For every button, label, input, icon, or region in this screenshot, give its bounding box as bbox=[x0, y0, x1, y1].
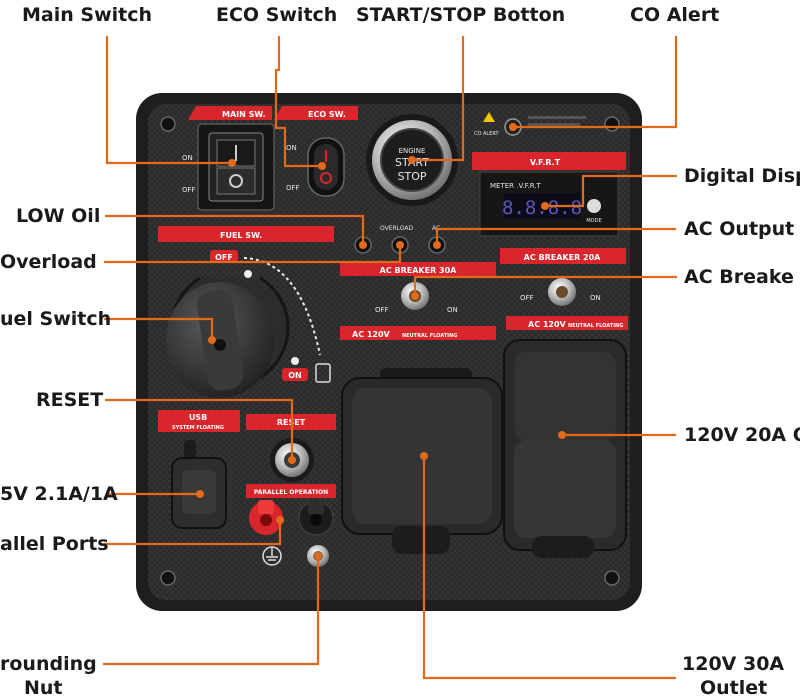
callout-outlet-20a: 120V 20A Ou bbox=[684, 424, 800, 446]
svg-text:CO ALERT: CO ALERT bbox=[474, 131, 499, 137]
leader-endpoints bbox=[196, 123, 566, 560]
svg-text:SYSTEM FLOATING: SYSTEM FLOATING bbox=[172, 425, 224, 431]
callout-eco-switch: ECO Switch bbox=[216, 4, 338, 26]
svg-text:OFF: OFF bbox=[286, 184, 300, 192]
callout-digital-display: Digital Disp bbox=[684, 165, 800, 187]
parallel-ports[interactable]: PARALLEL OPERATION bbox=[246, 484, 336, 536]
callout-overload: Overload bbox=[0, 251, 97, 273]
eco-switch[interactable]: ECO SW. ON OFF bbox=[274, 106, 358, 197]
outlet-20a-cover[interactable] bbox=[503, 339, 627, 558]
ac-breaker-30a[interactable]: AC BREAKER 30A OFF ON bbox=[340, 262, 496, 314]
svg-text:OFF: OFF bbox=[520, 294, 534, 302]
digital-display: V.F.R.T METER .V.F.R.T 8.8.8.8 MODE bbox=[472, 152, 626, 237]
eco-sw-label: ECO SW. bbox=[308, 110, 346, 119]
svg-text:ON: ON bbox=[288, 371, 302, 380]
callout-usb: 5V 2.1A/1A bbox=[0, 483, 118, 505]
callout-start-stop: START/STOP Botton bbox=[356, 4, 566, 26]
callout-grounding-nut-line1: rounding bbox=[0, 653, 97, 675]
callout-outlet-30a-line1: 120V 30A bbox=[682, 653, 785, 675]
svg-text:NEUTRAL FLOATING: NEUTRAL FLOATING bbox=[402, 333, 457, 339]
mode-button[interactable] bbox=[587, 199, 601, 213]
fuel-switch-knob[interactable]: OFF ON bbox=[166, 250, 331, 398]
svg-text:AC BREAKER 30A: AC BREAKER 30A bbox=[380, 266, 458, 275]
fuel-switch-header: FUEL SW. bbox=[158, 226, 334, 242]
svg-text:OFF: OFF bbox=[215, 253, 233, 262]
callout-parallel-ports: allel Ports bbox=[0, 533, 109, 555]
callout-ac-breaker: AC Breake bbox=[684, 266, 794, 288]
svg-text:OFF: OFF bbox=[375, 306, 389, 314]
svg-text:METER .V.F.R.T: METER .V.F.R.T bbox=[490, 182, 542, 190]
svg-text:MODE: MODE bbox=[586, 218, 601, 224]
callout-fuel-switch: uel Switch bbox=[0, 308, 112, 330]
outlet-30a-cover[interactable] bbox=[341, 368, 503, 554]
svg-text:AC BREAKER 20A: AC BREAKER 20A bbox=[524, 253, 602, 262]
callout-ac-output: AC Output bbox=[684, 218, 795, 240]
vfrt-label: V.F.R.T bbox=[530, 158, 561, 167]
svg-text:FUEL SW.: FUEL SW. bbox=[220, 231, 262, 240]
svg-text:OVERLOAD: OVERLOAD bbox=[380, 225, 414, 232]
svg-text:ON: ON bbox=[590, 294, 601, 302]
svg-text:AC 120V: AC 120V bbox=[352, 330, 391, 339]
ac-breaker-20a[interactable]: AC BREAKER 20A OFF ON bbox=[500, 248, 626, 306]
callout-outlet-30a-line2: Outlet bbox=[700, 677, 768, 699]
ac-120v-headers: AC 120V NEUTRAL FLOATING AC 120V NEUTRAL… bbox=[340, 316, 628, 340]
main-sw-label: MAIN SW. bbox=[222, 110, 266, 119]
svg-text:OFF: OFF bbox=[182, 186, 196, 194]
svg-text:USB: USB bbox=[189, 413, 207, 422]
svg-text:ON: ON bbox=[447, 306, 458, 314]
svg-text:AC 120V: AC 120V bbox=[528, 320, 567, 329]
callout-co-alert: CO Alert bbox=[630, 4, 720, 26]
callout-low-oil: LOW Oil bbox=[16, 205, 101, 227]
svg-text:NEUTRAL FLOATING: NEUTRAL FLOATING bbox=[568, 323, 623, 329]
leader-lines bbox=[103, 36, 678, 680]
svg-text:ON: ON bbox=[286, 144, 297, 152]
svg-text:ENGINE: ENGINE bbox=[399, 147, 426, 155]
callout-reset: RESET bbox=[36, 389, 104, 411]
corner-screws bbox=[160, 116, 620, 586]
usb-port[interactable]: USB SYSTEM FLOATING bbox=[158, 410, 240, 529]
callout-grounding-nut-line2: Nut bbox=[24, 677, 63, 699]
svg-text:STOP: STOP bbox=[398, 170, 427, 183]
main-switch[interactable]: MAIN SW. ON OFF bbox=[182, 106, 275, 211]
callout-main-switch: Main Switch bbox=[22, 4, 153, 26]
svg-text:ON: ON bbox=[182, 154, 193, 162]
svg-text:PARALLEL OPERATION: PARALLEL OPERATION bbox=[254, 489, 328, 496]
